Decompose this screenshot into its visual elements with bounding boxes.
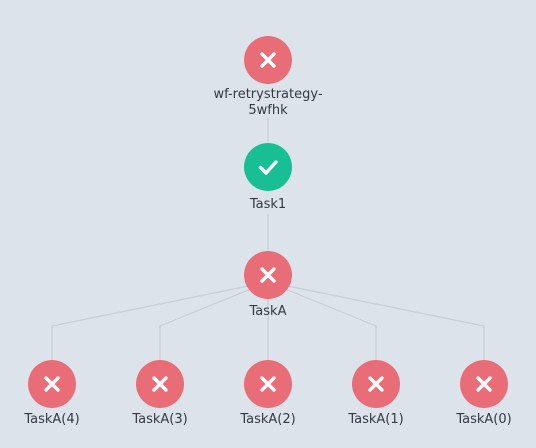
node-taska[interactable] bbox=[244, 251, 292, 299]
close-icon bbox=[260, 267, 276, 283]
close-icon bbox=[260, 376, 276, 392]
node-root-label-line2: 5wfhk bbox=[248, 103, 288, 118]
node-taska-retry-0[interactable] bbox=[460, 360, 508, 408]
node-taska-retry-0-label: TaskA(0) bbox=[456, 412, 512, 427]
close-icon bbox=[476, 376, 492, 392]
node-taska-retry-4-label: TaskA(4) bbox=[24, 412, 80, 427]
node-taska-retry-1[interactable] bbox=[352, 360, 400, 408]
node-root-workflow[interactable] bbox=[244, 36, 292, 84]
node-taska-retry-2[interactable] bbox=[244, 360, 292, 408]
close-icon bbox=[152, 376, 168, 392]
node-root-label: wf-retrystrategy- 5wfhk bbox=[198, 87, 338, 119]
edge-taska-retry-0 bbox=[267, 281, 485, 360]
check-icon bbox=[258, 160, 278, 175]
close-icon bbox=[260, 52, 276, 68]
node-taska-retry-2-label: TaskA(2) bbox=[240, 412, 296, 427]
node-taska-label: TaskA bbox=[249, 304, 287, 319]
node-taska-retry-4[interactable] bbox=[28, 360, 76, 408]
node-taska-retry-3-label: TaskA(3) bbox=[132, 412, 188, 427]
edge-taska-retry-4 bbox=[51, 281, 269, 360]
edge-taska-retry-3 bbox=[159, 281, 269, 360]
close-icon bbox=[44, 376, 60, 392]
edge-taska-retry-1 bbox=[267, 281, 377, 360]
node-taska-retry-3[interactable] bbox=[136, 360, 184, 408]
node-task1[interactable] bbox=[244, 143, 292, 191]
node-task1-label: Task1 bbox=[249, 197, 287, 212]
node-taska-retry-1-label: TaskA(1) bbox=[348, 412, 404, 427]
node-root-label-line1: wf-retrystrategy- bbox=[213, 87, 323, 102]
close-icon bbox=[368, 376, 384, 392]
